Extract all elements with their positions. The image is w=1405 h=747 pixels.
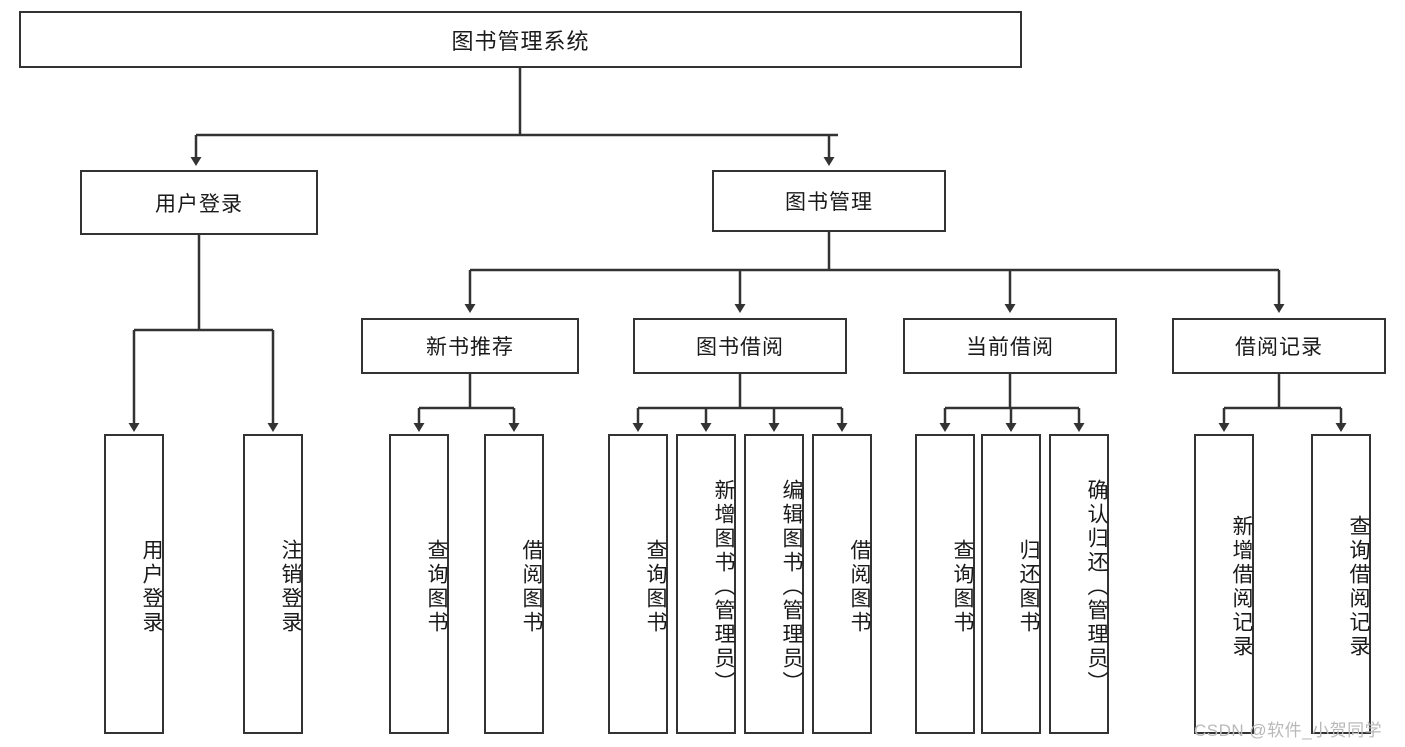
node-leaf-confirm-return[interactable]: 确认归还（管理员） (1049, 434, 1109, 734)
node-leaf-add-record[interactable]: 新增借阅记录 (1194, 434, 1254, 734)
node-leaf-borrow-book-2[interactable]: 借阅图书 (812, 434, 872, 734)
node-leaf-add-book[interactable]: 新增图书（管理员） (676, 434, 736, 734)
node-leaf-logout[interactable]: 注销登录 (243, 434, 303, 734)
node-leaf-borrow-book-1[interactable]: 借阅图书 (484, 434, 544, 734)
node-label: 借阅图书 (848, 539, 871, 635)
node-borrow-record[interactable]: 借阅记录 (1172, 318, 1386, 374)
node-label: 查询图书 (951, 539, 974, 635)
node-leaf-user-login[interactable]: 用户登录 (104, 434, 164, 734)
node-label: 图书管理系统 (451, 28, 590, 54)
node-leaf-edit-book[interactable]: 编辑图书（管理员） (744, 434, 804, 734)
node-label: 图书管理 (785, 191, 873, 214)
node-label: 借阅图书 (520, 539, 543, 635)
node-leaf-query-book-3[interactable]: 查询图书 (915, 434, 975, 734)
node-current-borrow[interactable]: 当前借阅 (903, 318, 1117, 374)
node-root-system[interactable]: 图书管理系统 (19, 11, 1022, 68)
node-label: 查询图书 (644, 539, 667, 635)
node-leaf-query-record[interactable]: 查询借阅记录 (1311, 434, 1371, 734)
node-label: 查询图书 (425, 539, 448, 635)
node-leaf-return-book[interactable]: 归还图书 (981, 434, 1041, 734)
node-label: 图书借阅 (696, 336, 784, 359)
node-label: 确认归还（管理员） (1085, 479, 1108, 695)
node-user-login[interactable]: 用户登录 (80, 170, 318, 235)
node-label: 新增借阅记录 (1230, 515, 1253, 659)
node-label: 编辑图书（管理员） (780, 479, 803, 695)
node-label: 当前借阅 (966, 336, 1054, 359)
node-leaf-query-book-1[interactable]: 查询图书 (389, 434, 449, 734)
node-label: 新增图书（管理员） (712, 479, 735, 695)
node-label: 借阅记录 (1235, 336, 1323, 359)
node-leaf-query-book-2[interactable]: 查询图书 (608, 434, 668, 734)
node-label: 用户登录 (140, 539, 163, 635)
node-label: 用户登录 (155, 192, 243, 216)
node-label: 归还图书 (1017, 539, 1040, 635)
node-label: 注销登录 (279, 539, 302, 635)
node-label: 查询借阅记录 (1347, 515, 1370, 659)
node-new-book-recommend[interactable]: 新书推荐 (361, 318, 579, 374)
node-book-management[interactable]: 图书管理 (712, 170, 946, 232)
node-label: 新书推荐 (426, 336, 514, 359)
node-book-borrow[interactable]: 图书借阅 (633, 318, 847, 374)
